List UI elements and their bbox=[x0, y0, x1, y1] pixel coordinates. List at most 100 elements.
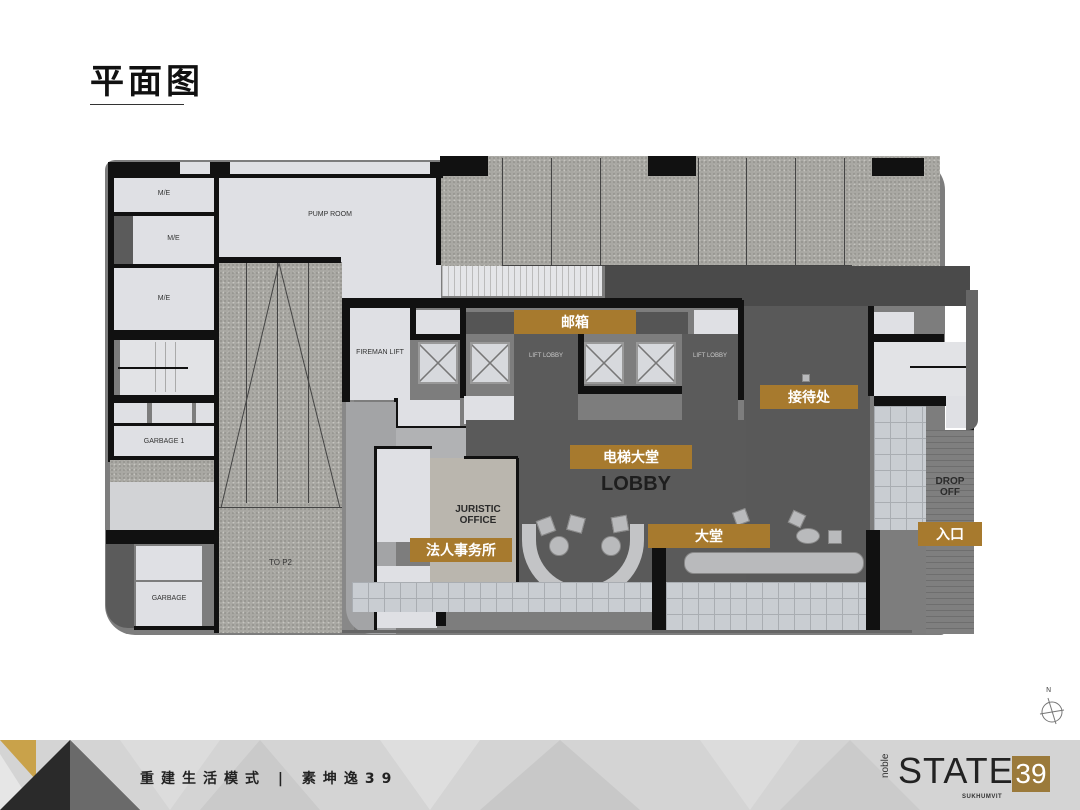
tag-lobby: 大堂 bbox=[648, 524, 770, 548]
edge bbox=[966, 290, 978, 430]
wall bbox=[114, 423, 218, 426]
room-label-garbage: GARBAGE bbox=[151, 595, 187, 602]
wall bbox=[584, 386, 682, 394]
tag-mailbox: 邮箱 bbox=[514, 310, 636, 334]
wall-core-top bbox=[342, 298, 742, 308]
reception-desk bbox=[802, 374, 810, 382]
opening bbox=[180, 162, 210, 174]
wall bbox=[394, 398, 398, 428]
round-table bbox=[601, 536, 621, 556]
parking-line bbox=[502, 158, 503, 266]
ramp-line bbox=[219, 507, 342, 508]
room-label-juristic: JURISTIC OFFICE bbox=[455, 504, 501, 526]
room-fireman-lift: FIREMAN LIFT bbox=[350, 308, 410, 400]
parking-line bbox=[600, 158, 601, 266]
column bbox=[440, 156, 488, 176]
long-sofa bbox=[684, 552, 864, 574]
small-room bbox=[946, 396, 968, 428]
column bbox=[872, 158, 924, 176]
shaft bbox=[106, 544, 134, 628]
lift-car-4 bbox=[636, 342, 676, 384]
footer-slogan: 重建生活模式 | 素坤逸39 bbox=[140, 771, 399, 787]
room-garbage: GARBAGE bbox=[136, 582, 202, 626]
wall bbox=[134, 626, 218, 630]
lift-car-1 bbox=[418, 342, 458, 384]
stair-rail bbox=[910, 366, 972, 368]
wall-bottom bbox=[342, 630, 912, 633]
ramp-arrows bbox=[220, 263, 341, 508]
room-me-3: M/E bbox=[114, 268, 214, 330]
stairs-top bbox=[442, 266, 602, 296]
lift-lobby-1: LIFT LOBBY bbox=[514, 334, 578, 420]
wall bbox=[108, 456, 218, 460]
wall bbox=[652, 530, 666, 632]
room-label-me-1: M/E bbox=[157, 190, 171, 197]
parking-line bbox=[551, 158, 552, 266]
wall bbox=[114, 212, 218, 216]
wall bbox=[516, 458, 519, 612]
small-room bbox=[694, 310, 740, 334]
mailbox-area bbox=[466, 312, 514, 334]
compass-icon bbox=[1039, 697, 1065, 725]
column bbox=[648, 156, 696, 176]
room-label-lift-lobby-2: LIFT LOBBY bbox=[693, 353, 727, 359]
brand-noble: noble bbox=[880, 753, 891, 778]
lift-lobby-2: LIFT LOBBY bbox=[682, 334, 738, 420]
wall bbox=[410, 308, 416, 338]
wall bbox=[114, 395, 218, 403]
ramp-line bbox=[277, 263, 278, 503]
brand-name: STATE bbox=[898, 750, 1014, 791]
shaft bbox=[114, 216, 133, 264]
toilet-room bbox=[398, 400, 460, 428]
room-garbage-1: GARBAGE 1 bbox=[114, 426, 214, 456]
tag-entrance: 入口 bbox=[918, 522, 982, 546]
small-room bbox=[152, 403, 192, 423]
room-label-lobby: LOBBY bbox=[601, 473, 671, 495]
title-underline bbox=[90, 104, 184, 105]
room-label-lift-lobby-1: LIFT LOBBY bbox=[529, 353, 563, 359]
wall bbox=[114, 264, 218, 268]
parking-line bbox=[502, 265, 852, 266]
stairwell-right bbox=[874, 342, 972, 396]
wall bbox=[374, 446, 377, 632]
wall bbox=[436, 170, 441, 265]
parking-area-right bbox=[845, 180, 940, 260]
room-pump: PUMP ROOM bbox=[219, 178, 441, 262]
wall bbox=[394, 426, 518, 429]
small-room bbox=[416, 310, 460, 334]
wall-left bbox=[108, 162, 114, 462]
room-label-me-2: M/E bbox=[167, 235, 180, 242]
gravel-strip bbox=[110, 460, 214, 482]
floor-plan: M/E M/E M/E GARBAGE 1 GARBAGE PUMP ROOM … bbox=[105, 156, 982, 635]
room-label-pump: PUMP ROOM bbox=[308, 211, 352, 218]
wall bbox=[460, 308, 466, 398]
brand-number: 39 bbox=[1012, 756, 1050, 792]
room-label-me-3: M/E bbox=[157, 295, 171, 302]
room-label-fireman-lift: FIREMAN LIFT bbox=[356, 349, 404, 356]
wall bbox=[464, 456, 518, 459]
stair-rail bbox=[118, 367, 188, 369]
wall bbox=[738, 300, 744, 400]
tiled-floor bbox=[352, 582, 652, 612]
wall bbox=[868, 306, 874, 396]
footer-banner bbox=[0, 740, 1080, 810]
ramp: TO P2 bbox=[219, 263, 342, 633]
chair bbox=[610, 514, 630, 534]
wall bbox=[866, 530, 880, 632]
parking-line bbox=[746, 158, 747, 266]
lift-car-2 bbox=[470, 342, 510, 384]
room-label-drop-off: DROP OFF bbox=[935, 476, 965, 498]
toilet-room bbox=[464, 396, 514, 424]
wall bbox=[578, 334, 584, 394]
parking-line bbox=[698, 158, 699, 266]
opening bbox=[230, 162, 430, 174]
wall bbox=[342, 298, 350, 402]
wall-divider bbox=[214, 178, 219, 633]
toilet-room bbox=[376, 448, 430, 502]
parking-line bbox=[844, 158, 845, 266]
wall bbox=[410, 334, 466, 340]
page-title: 平面图 bbox=[90, 62, 204, 102]
brand-logo: noble STATE 39 SUKHUMVIT bbox=[880, 748, 1050, 804]
room-pump-ext bbox=[342, 262, 441, 298]
wall bbox=[114, 330, 218, 340]
